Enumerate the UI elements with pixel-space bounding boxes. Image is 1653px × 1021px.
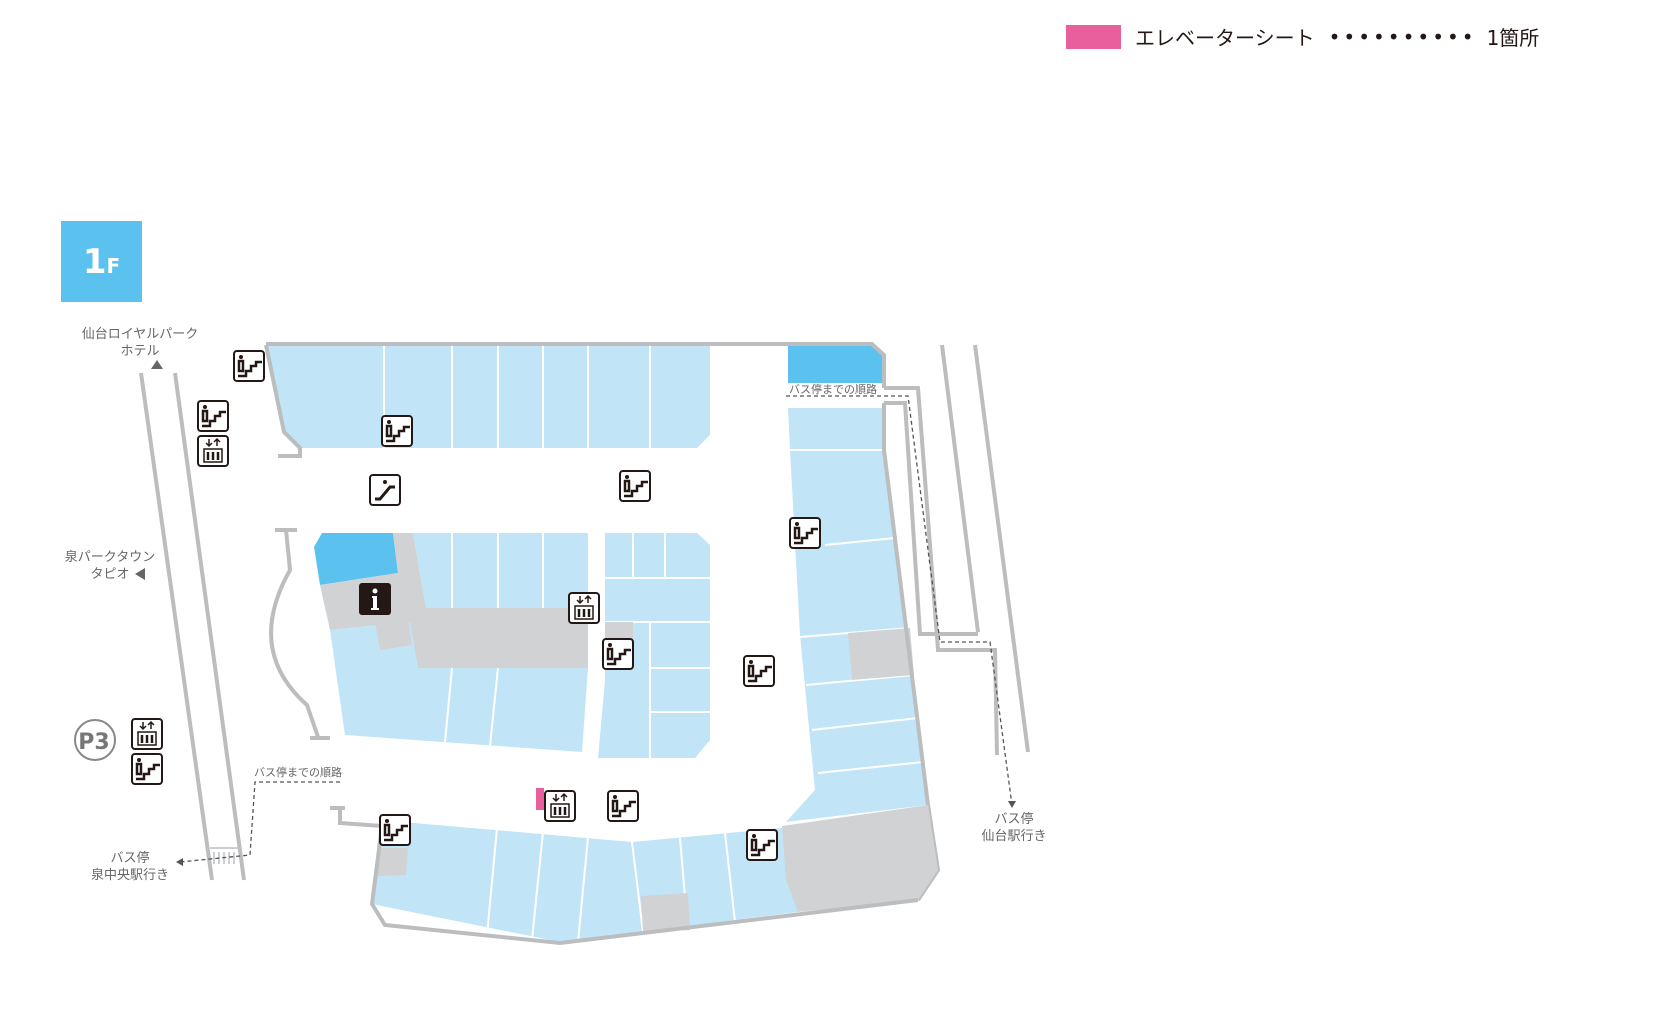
bus-stop-left-label-1: バス停 — [110, 850, 149, 866]
parking-p3-badge: P3 — [74, 719, 116, 761]
stairs-icon — [378, 813, 412, 847]
elevator-icon — [543, 789, 577, 823]
floor-number: 1 — [82, 241, 107, 282]
hotel-direction-arrow — [151, 360, 163, 369]
tapio-label-1: 泉パークタウン — [65, 549, 155, 565]
bottom-shop-block — [330, 805, 938, 946]
legend-dots: •••••••••• — [1328, 24, 1477, 49]
facility-icons — [130, 349, 822, 862]
hotel-label-2: ホテル — [120, 344, 159, 359]
stairs-icon — [232, 349, 266, 383]
legend-label: エレベーターシート — [1135, 26, 1315, 50]
elevator-icon — [196, 434, 230, 468]
elevator-icon — [130, 717, 164, 751]
elevator-icon — [567, 591, 601, 625]
information-icon — [359, 583, 391, 615]
middle-left-block — [269, 528, 588, 752]
tapio-direction-arrow — [135, 568, 145, 580]
stairs-icon — [618, 469, 652, 503]
stairs-icon — [130, 752, 164, 786]
stairs-icon — [745, 828, 779, 862]
stairs-icon — [601, 637, 635, 671]
floor-suffix: F — [106, 253, 121, 278]
bus-stop-right-label-1: バス停 — [994, 811, 1033, 827]
bus-stop-left-label-2: 泉中央駅行き — [91, 867, 169, 883]
stairs-icon — [606, 789, 640, 823]
stairs-icon — [788, 516, 822, 550]
stairs-icon — [196, 399, 230, 433]
escalator-icon — [368, 473, 402, 507]
top-shop-block — [264, 342, 886, 458]
elevator-seat-marker — [536, 788, 544, 810]
elevator-seat-swatch — [1066, 24, 1121, 49]
hotel-label-1: 仙台ロイヤルパーク — [82, 327, 199, 342]
legend: エレベーターシート •••••••••• 1箇所 — [1066, 22, 1539, 51]
middle-right-block — [598, 533, 710, 758]
stairs-icon — [380, 414, 414, 448]
route-label-left: バス停までの順路 — [254, 765, 342, 779]
route-label-right: バス停までの順路 — [789, 382, 877, 396]
parking-label: P3 — [78, 730, 109, 755]
route-to-bus-stop — [179, 395, 1013, 863]
bus-stop-right-label-2: 仙台駅行き — [981, 829, 1046, 844]
legend-count: 1箇所 — [1486, 26, 1540, 50]
stairs-icon — [742, 654, 776, 688]
tapio-label-2: タピオ — [90, 567, 129, 582]
